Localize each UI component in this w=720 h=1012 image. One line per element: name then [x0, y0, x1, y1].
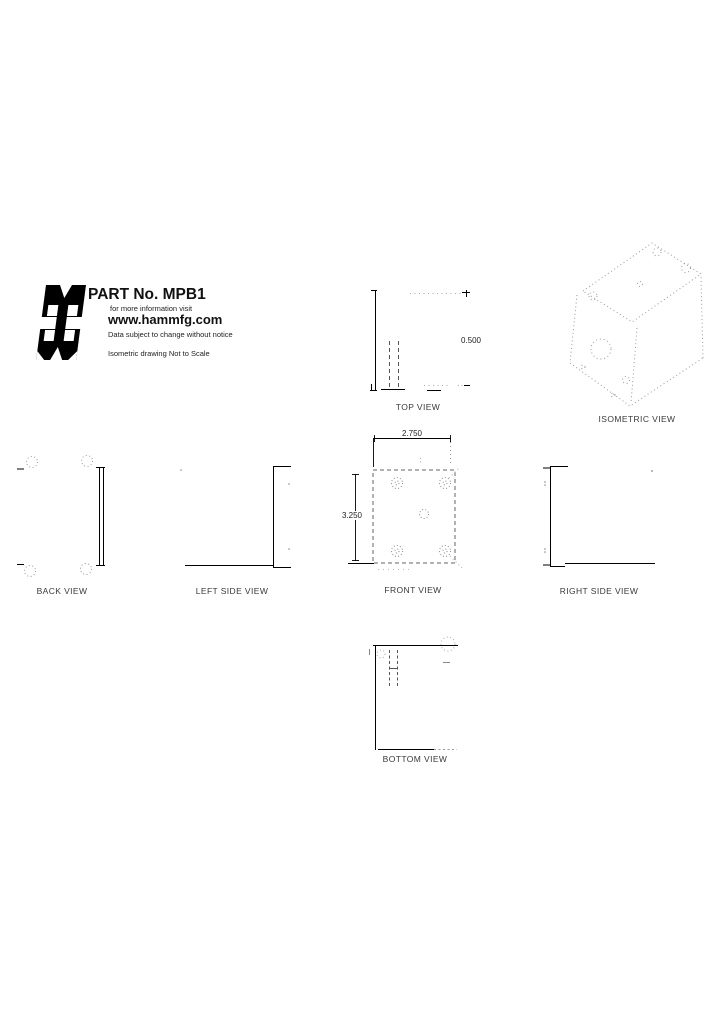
isometric-view-drawing [569, 242, 704, 407]
back-view-label: BACK VIEW [36, 586, 88, 596]
front-height-dimension: 3.250 [340, 511, 364, 520]
hammond-logo-icon [36, 285, 86, 360]
scale-note-text: Isometric drawing Not to Scale [108, 349, 210, 358]
right-side-view-label: RIGHT SIDE VIEW [559, 586, 639, 596]
top-depth-dimension: 0.500 [459, 336, 483, 345]
front-width-dimension: 2.750 [400, 429, 424, 438]
front-view-label: FRONT VIEW [384, 585, 442, 595]
isometric-view-label: ISOMETRIC VIEW [598, 414, 676, 424]
info-line-text: for more information visit [110, 304, 193, 313]
bottom-view-drawing [369, 636, 458, 750]
front-view-drawing [348, 435, 463, 570]
bottom-view-label: BOTTOM VIEW [382, 754, 448, 764]
part-number-title: PART No. MPB1 [88, 286, 206, 303]
right-side-view-drawing [543, 466, 655, 567]
back-view-drawing [17, 455, 105, 577]
disclaimer-text: Data subject to change without notice [108, 330, 233, 339]
left-side-view-drawing [180, 466, 291, 568]
top-view-drawing [370, 290, 470, 391]
left-side-view-label: LEFT SIDE VIEW [195, 586, 269, 596]
top-view-label: TOP VIEW [395, 402, 441, 412]
website-link[interactable]: www.hammfg.com [108, 312, 223, 327]
